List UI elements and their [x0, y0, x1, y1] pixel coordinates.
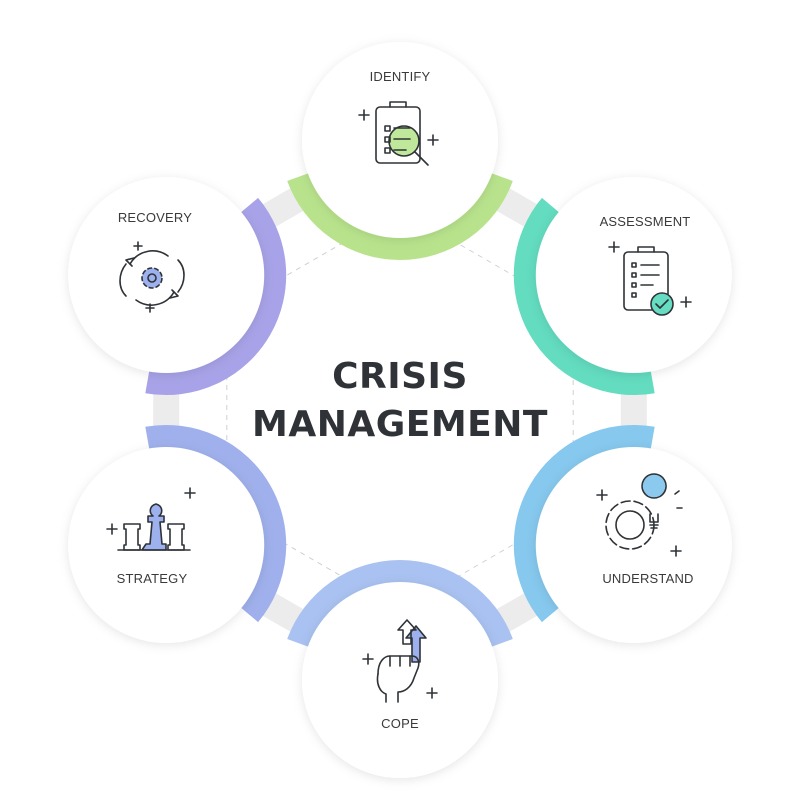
clipboard-check-icon — [608, 241, 692, 316]
step-arcs — [145, 172, 655, 648]
step-understand: UNDERSTAND — [596, 473, 693, 586]
title-line-1: CRISIS — [332, 356, 468, 397]
step-circle-recovery — [68, 177, 265, 373]
fist-arrow-up-icon — [362, 619, 438, 703]
step-arc-identify — [287, 172, 513, 260]
step-label-recovery: RECOVERY — [118, 210, 192, 225]
title-line-2: MANAGEMENT — [252, 404, 548, 445]
step-label-assessment: ASSESSMENT — [600, 214, 691, 229]
step-arc-strategy — [145, 424, 287, 623]
gear-lightbulb-icon — [596, 473, 683, 557]
step-label-understand: UNDERSTAND — [602, 571, 693, 586]
step-arc-understand — [513, 424, 655, 623]
step-arc-recovery — [145, 197, 287, 396]
step-label-cope: COPE — [381, 716, 419, 731]
step-circle-assessment — [535, 177, 732, 373]
step-strategy: STRATEGY — [106, 487, 196, 586]
step-arc-assessment — [513, 197, 655, 396]
chess-pieces-icon — [106, 487, 196, 551]
step-identify: IDENTIFY — [358, 69, 439, 166]
step-recovery: RECOVERY — [118, 210, 192, 313]
step-arc-cope — [287, 560, 513, 648]
step-label-identify: IDENTIFY — [370, 69, 431, 84]
step-cope: COPE — [362, 619, 438, 731]
step-circle-cope — [302, 582, 498, 778]
gear-cycle-icon — [119, 241, 185, 313]
clipboard-magnifier-icon — [358, 101, 439, 166]
step-assessment: ASSESSMENT — [600, 214, 692, 316]
center-title: CRISIS MANAGEMENT — [252, 356, 548, 445]
step-circle-understand — [535, 447, 732, 643]
step-label-strategy: STRATEGY — [117, 571, 188, 586]
